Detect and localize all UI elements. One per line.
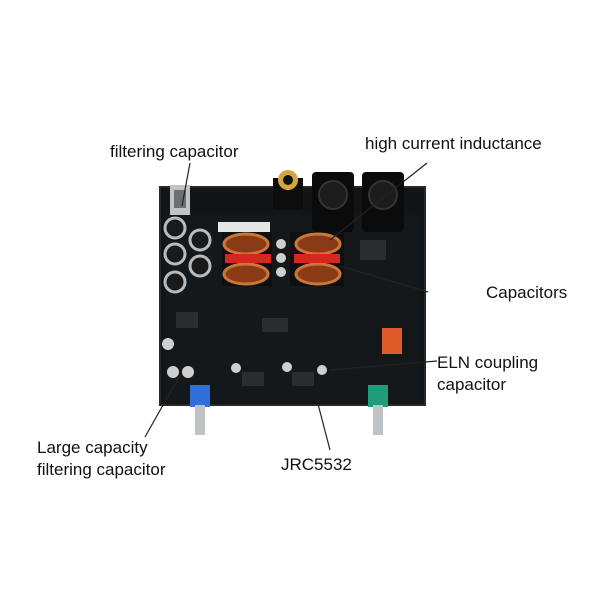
- high-current-inductors: [222, 232, 344, 286]
- filtering-capacitors: [163, 216, 270, 294]
- potentiometer-right: [368, 385, 388, 435]
- annotation-leaders: [144, 162, 438, 451]
- xlr-connector-right: [362, 172, 404, 232]
- label-large-line1: Large capacity: [37, 438, 148, 457]
- rca-jack: [273, 170, 303, 210]
- label-filtering-capacitor: filtering capacitor: [110, 142, 239, 161]
- label-large-line2: filtering capacitor: [37, 460, 166, 479]
- label-high-current-inductance: high current inductance: [365, 134, 542, 153]
- label-jrc5532: JRC5532: [281, 455, 352, 474]
- potentiometer-left: [190, 385, 210, 435]
- label-capacitors: Capacitors: [486, 283, 568, 302]
- eln-capacitor-block: [382, 328, 402, 354]
- usb-port: [170, 185, 190, 215]
- label-eln-line1: ELN coupling: [437, 353, 539, 372]
- xlr-connector-left: [312, 172, 354, 232]
- label-large-capacity-filtering-capacitor: Large capacity filtering capacitor: [37, 437, 166, 481]
- chips: [162, 240, 386, 386]
- label-eln-coupling-capacitor: ELN coupling capacitor: [437, 352, 538, 396]
- label-eln-line2: capacitor: [437, 375, 506, 394]
